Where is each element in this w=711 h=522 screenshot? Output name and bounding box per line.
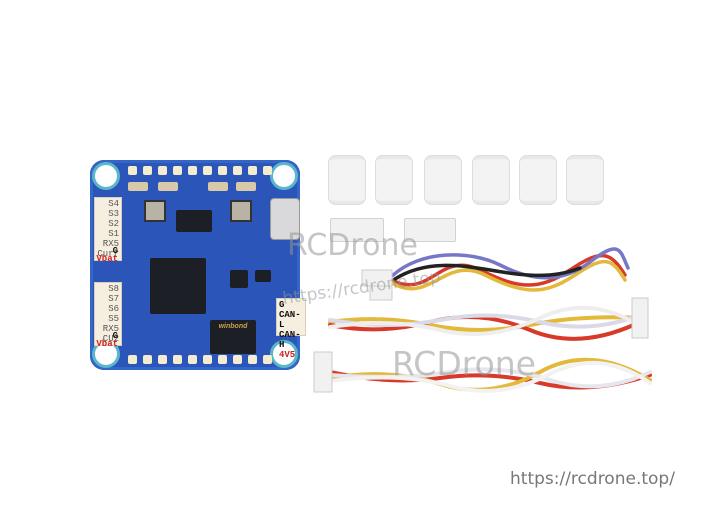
grommet [375, 155, 413, 205]
grommet [328, 155, 366, 205]
flight-controller-board: winbond [90, 160, 300, 370]
usb-c-port [270, 198, 300, 240]
connector-plug [330, 218, 384, 242]
inductor [230, 200, 252, 222]
bottom-pad-row [128, 355, 272, 364]
cable-plug [313, 351, 333, 393]
right-header-can: G CAN-L CAN-H 4V5 [276, 298, 306, 360]
connector-plug [404, 218, 456, 242]
grommet [424, 155, 462, 205]
left-header-bottom: S8 S7 S6 S5 RX5 CU2 [94, 282, 122, 346]
left-header-top: S4 S3 S2 S1 RX5 Curr [94, 197, 122, 261]
grommet [472, 155, 510, 205]
grommet [519, 155, 557, 205]
footer-url: https://rcdrone.top/ [510, 469, 675, 489]
grommet [566, 155, 604, 205]
mount-hole [92, 162, 120, 190]
mcu-chip [150, 258, 206, 314]
watermark-brand: RCDrone [287, 228, 418, 263]
inductor [144, 200, 166, 222]
flash-chip: winbond [210, 320, 256, 354]
mount-hole [270, 162, 298, 190]
cable-plug [631, 297, 649, 339]
mount-hole [270, 340, 298, 368]
top-pad-row [128, 166, 272, 175]
watermark-brand-secondary: RCDrone [392, 344, 536, 383]
flash-brand: winbond [218, 323, 248, 330]
